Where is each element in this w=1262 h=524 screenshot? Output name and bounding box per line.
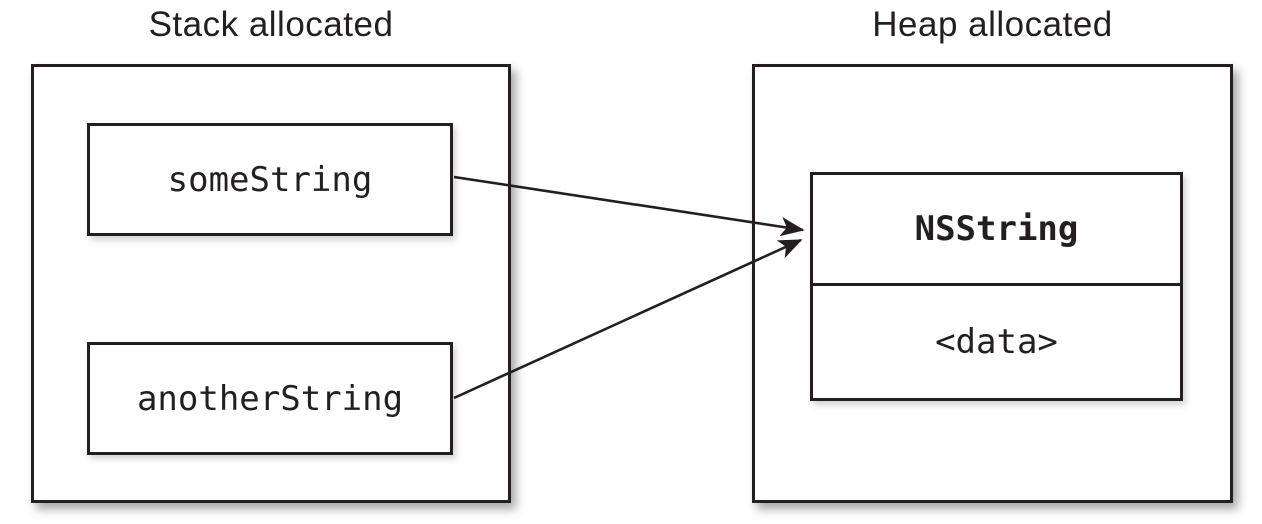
- object-content: <data>: [935, 322, 1058, 362]
- object-class-name: NSString: [813, 175, 1180, 286]
- variable-label-somestring: someString: [167, 159, 373, 200]
- nsstring-object-box: NSString <data>: [810, 172, 1183, 401]
- heap-region-title: Heap allocated: [872, 5, 1113, 44]
- variable-box-anotherstring: anotherString: [87, 342, 453, 455]
- variable-box-somestring: someString: [87, 123, 453, 236]
- stack-region-title: Stack allocated: [148, 5, 394, 44]
- heap-region-box: NSString <data>: [752, 64, 1233, 503]
- stack-region-box: someString anotherString: [31, 64, 511, 503]
- variable-label-anotherstring: anotherString: [136, 378, 404, 419]
